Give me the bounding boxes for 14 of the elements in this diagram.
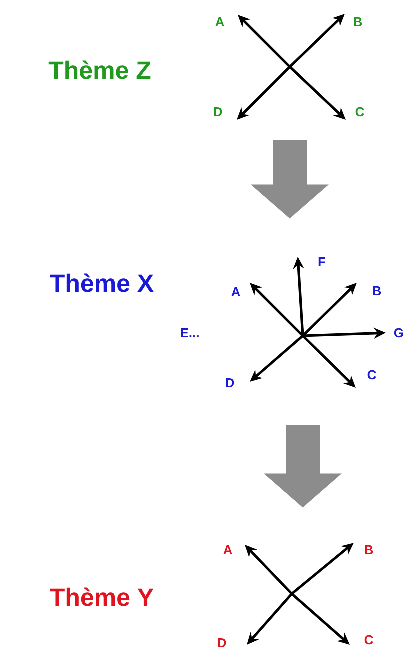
- letter-label: C: [364, 635, 374, 645]
- theme-title: Thème Y: [50, 588, 154, 606]
- letter-label: A: [224, 546, 232, 554]
- letter-label: D: [226, 378, 234, 388]
- letter-label: B: [373, 286, 382, 296]
- letter-label: A: [216, 18, 224, 26]
- letter-label: F: [318, 258, 326, 266]
- theme-title: Thème X: [50, 274, 154, 292]
- letter-label: D: [218, 638, 226, 648]
- letter-label: C: [368, 370, 376, 380]
- letter-label: B: [365, 546, 374, 554]
- letter-label: D: [214, 108, 222, 116]
- letter-label: E...: [181, 328, 199, 338]
- theme-title: Thème Z: [48, 60, 151, 80]
